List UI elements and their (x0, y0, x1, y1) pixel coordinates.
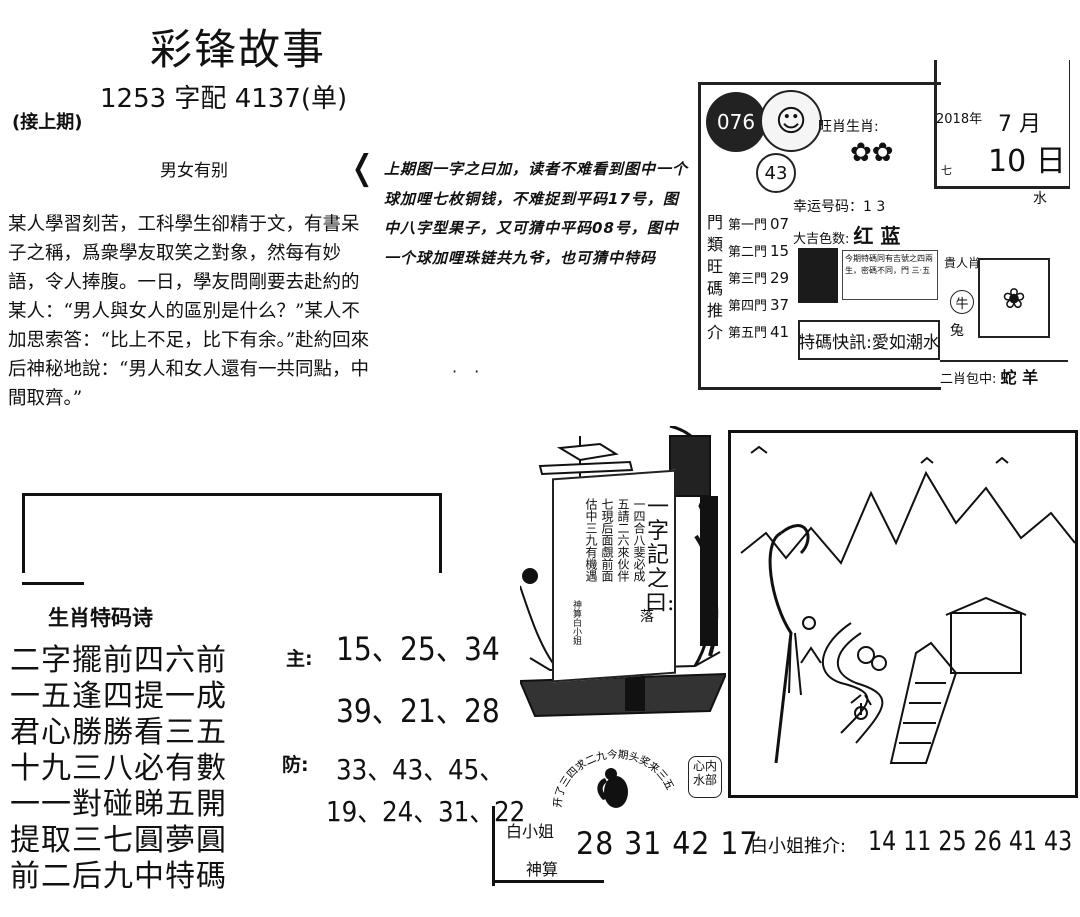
poem-line: 一一對碰睇五開 (10, 787, 227, 822)
poem-line: 十九三八必有數 (10, 751, 227, 786)
date-day: 10 日 (988, 144, 1066, 179)
two-zodiac-row: 二肖包中: 蛇 羊 (940, 360, 1068, 388)
door-number: 37 (770, 295, 790, 314)
story-body: 某人學習刻苦，工科學生卻精于文，有書呆子之稱，爲衆學友取笑之對象，然每有妙語，令… (8, 214, 370, 409)
zodiac-glyph-icon: ✿✿ (850, 138, 894, 168)
info-box: 076 ☺ 43 旺肖生肖: ✿✿ 幸运号码：1 3 大吉色数:红 蓝 門類旺碼… (698, 58, 1070, 390)
door-label: 第三門 (728, 272, 768, 287)
sail-signature: 神算白小姐 (571, 600, 581, 645)
explanation-text: 上期图一字之曰加，读者不难看到图中一个球加哩七枚铜钱，不难捉到平码17号，图中八… (384, 160, 689, 267)
sail-end-word: 落 (640, 609, 654, 625)
door-label: 第一門 (728, 218, 768, 233)
noble-label: 貴人肖 (944, 256, 981, 270)
empty-frame (22, 493, 442, 573)
footer-rule (492, 880, 604, 883)
door-label: 第五門 (728, 326, 768, 341)
landscape-drawing (740, 445, 1076, 764)
door-label: 第四門 (728, 299, 768, 314)
door-number: 07 (770, 214, 790, 233)
recommend-label: 白小姐推介: (750, 836, 847, 857)
door-number: 15 (770, 241, 790, 260)
dots-decoration: · · (452, 362, 486, 381)
element-label: 水 (1033, 191, 1047, 207)
landscape-scene (728, 430, 1078, 798)
footer-name: 白小姐 (506, 822, 555, 841)
sail-verse: 一四合八斐必成 五請二六來伙伴 七現后面覷前面 估中三九有機遇 (566, 498, 646, 582)
poem-body: 二字擺前四六前 一五逢四提一成 君心勝勝看三五 十九三八必有數 一一對碰睇五開 … (10, 643, 270, 895)
poem-line: 提取三七圓夢圓 (10, 823, 227, 858)
section-rule (22, 582, 84, 585)
seal-stamp: 心内水部 (688, 756, 722, 798)
poem-title: 生肖特码诗 (48, 606, 153, 630)
dragon-icon (597, 768, 628, 808)
footer-bracket (492, 806, 607, 886)
lucky-number: 幸运号码：1 3 (793, 199, 886, 215)
quote-bracket-icon: ❬ (348, 148, 377, 188)
color-label: 大吉色数: (793, 232, 850, 247)
door-side-label: 門類旺碼推介 (706, 213, 723, 342)
poem-line: 君心勝勝看三五 (10, 715, 227, 750)
mascot-icon: ☺ (760, 90, 822, 152)
poem-line: 二字擺前四六前 (10, 643, 227, 678)
color-row: 大吉色数:红 蓝 (793, 220, 900, 249)
defense-code-label: 防: (282, 754, 309, 776)
continued-label: (接上期) (12, 112, 83, 133)
defense-code-line: 33、43、45、 (336, 753, 504, 786)
sail-title: 一字記之曰: (645, 495, 675, 616)
page-title: 彩锋故事 (150, 25, 327, 74)
sail-line: 一四合八斐必成 (632, 498, 646, 582)
story-subtitle: 男女有别 (160, 161, 228, 181)
door-number: 29 (770, 268, 790, 287)
info-note: 今期特碼同有吉號之四兩生，密碼不同，門 三·五 (842, 250, 938, 300)
sail-line: 估中三九有機遇 (584, 498, 598, 582)
recommend-numbers: 14 11 25 26 41 43 (868, 826, 1073, 857)
small-number-circle: 43 (756, 153, 796, 193)
rabbit-label: 兔 (950, 323, 964, 339)
date-box (934, 60, 1070, 189)
issue-number: 1253 字配 4137(单) (100, 84, 348, 114)
ox-badge: 牛 (950, 290, 974, 314)
date-month: 7 月 (998, 112, 1041, 137)
footer-numbers: 28 31 42 17 (576, 826, 759, 862)
dragon-seal: 开了三四求二九今期头奖来三五 (553, 748, 676, 809)
two-zodiac-label: 二肖包中: (940, 372, 997, 387)
date-weekday: 七 (941, 164, 952, 177)
issue-circle: 076 (706, 92, 766, 152)
dark-block (798, 248, 838, 303)
zodiac-picture-icon: ❀ (978, 258, 1050, 338)
sail-line: 五請二六來伙伴 (616, 498, 630, 582)
footer-sub: 神算 (526, 860, 559, 879)
door-number: 41 (770, 322, 790, 341)
two-zodiac-value: 蛇 羊 (1000, 368, 1039, 387)
poem-line: 前二后九中特碼 (10, 859, 227, 894)
main-code-label: 主: (286, 648, 313, 670)
main-code-line: 39、21、28 (336, 692, 500, 730)
zodiac-label: 旺肖生肖: (818, 119, 879, 135)
date-year: 2018年 (936, 112, 983, 127)
main-code-line: 15、25、34 (336, 630, 500, 668)
door-label: 第二門 (728, 245, 768, 260)
color-value: 红 蓝 (853, 224, 901, 248)
special-code-banner: 特碼快訊:愛如潮水 (798, 320, 940, 360)
sail-line: 七現后面覷前面 (600, 498, 614, 582)
ship-illustration (520, 426, 726, 718)
poem-line: 一五逢四提一成 (10, 679, 227, 714)
info-box-border (698, 82, 941, 390)
